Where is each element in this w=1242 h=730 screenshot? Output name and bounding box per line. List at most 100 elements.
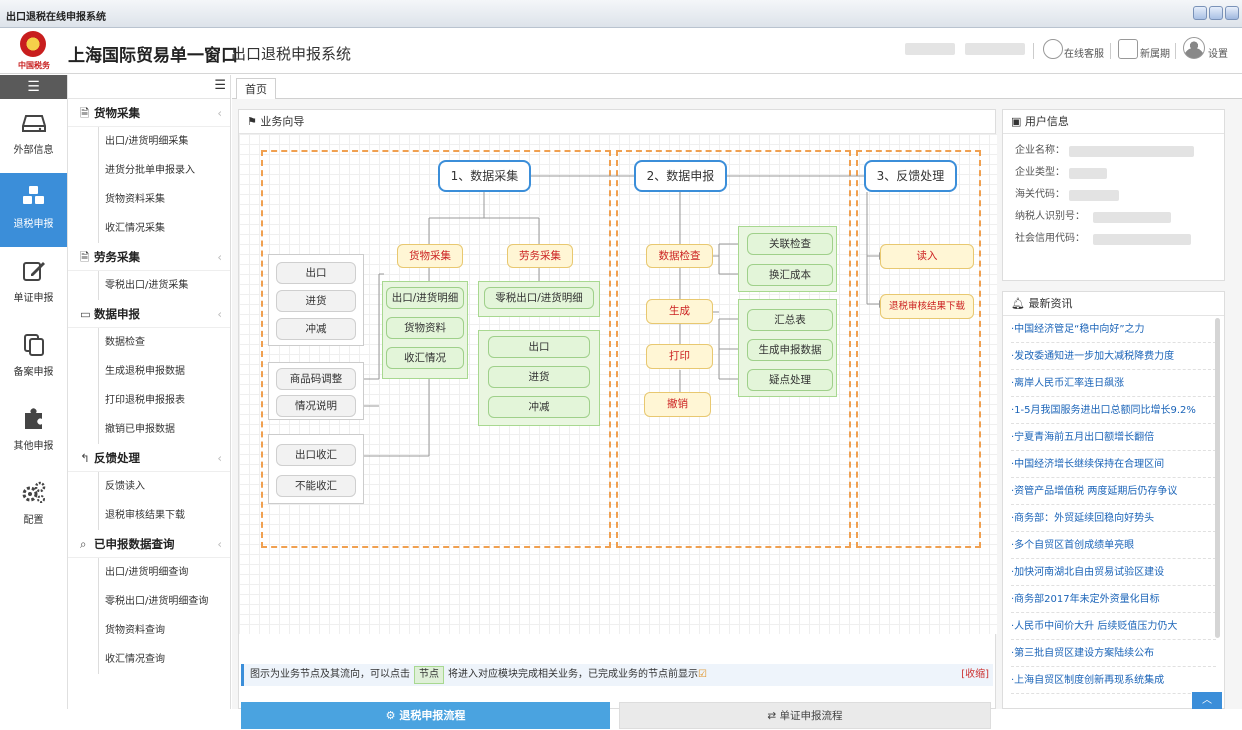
menu-item[interactable]: 出口/进货明细查询 bbox=[98, 558, 230, 587]
group-labor-collection[interactable]: 🗎劳务采集‹ bbox=[68, 243, 230, 271]
node-generate-data[interactable]: 生成申报数据 bbox=[747, 339, 833, 361]
news-item[interactable]: ·商务部2017年未定外资量化目标 bbox=[1011, 586, 1216, 613]
node-print[interactable]: 打印 bbox=[646, 344, 713, 369]
node-generate[interactable]: 生成 bbox=[646, 299, 713, 324]
news-item[interactable]: ·发改委通知进一步加大减税降费力度 bbox=[1011, 343, 1216, 370]
settings-link[interactable]: 设置 bbox=[1208, 45, 1228, 60]
notice-collapse-link[interactable]: [收缩] bbox=[961, 664, 989, 686]
minimize-button[interactable] bbox=[1193, 6, 1207, 20]
tab-home[interactable]: 首页 bbox=[236, 78, 276, 99]
node-goods-receipt[interactable]: 收汇情况 bbox=[386, 347, 464, 369]
node-summary[interactable]: 汇总表 bbox=[747, 309, 833, 331]
news-item[interactable]: ·中国经济管足“稳中向好”之力 bbox=[1011, 316, 1216, 343]
menu-item[interactable]: 反馈读入 bbox=[98, 472, 230, 501]
chevron-left-icon: ‹ bbox=[217, 99, 222, 127]
node-data-check[interactable]: 数据检查 bbox=[646, 244, 713, 268]
bell-icon: 🔔︎ bbox=[1011, 297, 1028, 310]
node-goods-info[interactable]: 货物资料 bbox=[386, 317, 464, 339]
back-to-top-button[interactable]: ︿ bbox=[1192, 692, 1222, 709]
group-declared-query[interactable]: ⌕已申报数据查询‹ bbox=[68, 530, 230, 558]
menu-item[interactable]: 货物资料查询 bbox=[98, 616, 230, 645]
news-item[interactable]: ·资管产品增值税 两度延期后仍存争议 bbox=[1011, 478, 1216, 505]
menu-item[interactable]: 进货分批单申报录入 bbox=[98, 156, 230, 185]
node-doubt-handling[interactable]: 疑点处理 bbox=[747, 369, 833, 391]
news-item[interactable]: ·离岸人民币汇率连日飙涨 bbox=[1011, 370, 1216, 397]
node-goods-collection[interactable]: 货物采集 bbox=[397, 244, 463, 268]
nav-tax-refund[interactable]: 退税申报 bbox=[0, 173, 67, 247]
notice-text: 图示为业务节点及其流向，可以点击 bbox=[250, 669, 410, 680]
menu-item[interactable]: 收汇情况查询 bbox=[98, 645, 230, 674]
calendar-icon[interactable] bbox=[1118, 39, 1138, 59]
node-import[interactable]: 进货 bbox=[276, 290, 356, 312]
nav-other-declaration[interactable]: 其他申报 bbox=[0, 395, 67, 469]
menu-item[interactable]: 出口/进货明细采集 bbox=[98, 127, 230, 156]
news-scrollbar[interactable] bbox=[1215, 318, 1220, 638]
node-revoke[interactable]: 撤销 bbox=[644, 392, 711, 417]
node-labor-offset[interactable]: 冲减 bbox=[488, 396, 590, 418]
signpost-icon: ⚑ bbox=[247, 115, 260, 128]
node-labor-collection[interactable]: 劳务采集 bbox=[507, 244, 573, 268]
document-flow-button[interactable]: ⇄ 单证申报流程 bbox=[619, 702, 991, 729]
nav-filing-declaration[interactable]: 备案申报 bbox=[0, 321, 67, 395]
node-result-download[interactable]: 退税审核结果下载 bbox=[880, 294, 974, 319]
menu-item[interactable]: 生成退税申报数据 bbox=[98, 357, 230, 386]
close-button[interactable] bbox=[1225, 6, 1239, 20]
group-data-declaration[interactable]: ▭数据申报‹ bbox=[68, 300, 230, 328]
redacted-value bbox=[1069, 146, 1194, 157]
new-period-link[interactable]: 新属期 bbox=[1140, 45, 1170, 60]
news-item[interactable]: ·人民币中间价大升 后续贬值压力仍大 bbox=[1011, 613, 1216, 640]
node-labor-detail[interactable]: 零税出口/进货明细 bbox=[484, 287, 594, 309]
wizard-title: 业务向导 bbox=[260, 115, 304, 128]
refund-flow-button[interactable]: ⚙ 退税申报流程 bbox=[241, 702, 610, 729]
menu-item[interactable]: 收汇情况采集 bbox=[98, 214, 230, 243]
menu-toggle-icon[interactable]: ☰ bbox=[0, 75, 67, 99]
group-goods-collection[interactable]: 🗎货物采集‹ bbox=[68, 99, 230, 127]
check-icon: ☑ bbox=[698, 669, 707, 680]
node-related-check[interactable]: 关联检查 bbox=[747, 233, 833, 255]
node-export[interactable]: 出口 bbox=[276, 262, 356, 284]
menu-item[interactable]: 货物资料采集 bbox=[98, 185, 230, 214]
node-fx-cost[interactable]: 换汇成本 bbox=[747, 264, 833, 286]
submenu-toggle-icon[interactable]: ☰ bbox=[68, 75, 230, 99]
node-explanation[interactable]: 情况说明 bbox=[276, 395, 356, 417]
news-item[interactable]: ·中国经济增长继续保持在合理区间 bbox=[1011, 451, 1216, 478]
nav-document-declaration[interactable]: 单证申报 bbox=[0, 247, 67, 321]
nav-external-info[interactable]: 外部信息 bbox=[0, 99, 67, 173]
menu-item[interactable]: 数据检查 bbox=[98, 328, 230, 357]
wizard-header: ⚑ 业务向导 bbox=[239, 110, 995, 134]
node-fx-received[interactable]: 出口收汇 bbox=[276, 444, 356, 466]
window-title: 出口退税在线申报系统 bbox=[6, 8, 106, 23]
news-item[interactable]: ·第三批自贸区建设方案陆续公布 bbox=[1011, 640, 1216, 667]
node-not-received[interactable]: 不能收汇 bbox=[276, 475, 356, 497]
headset-icon[interactable] bbox=[1043, 39, 1063, 59]
step-data-collection[interactable]: 1、数据采集 bbox=[438, 160, 531, 192]
node-labor-export[interactable]: 出口 bbox=[488, 336, 590, 358]
header-divider bbox=[1110, 43, 1111, 59]
group-feedback[interactable]: ↰反馈处理‹ bbox=[68, 444, 230, 472]
news-item[interactable]: ·上海自贸区制度创新再现系统集成 bbox=[1011, 667, 1216, 694]
nav-label: 外部信息 bbox=[14, 145, 54, 156]
news-item[interactable]: ·商务部：外贸延续回稳向好势头 bbox=[1011, 505, 1216, 532]
user-row-label: 纳税人识别号： bbox=[1015, 211, 1085, 222]
online-service-link[interactable]: 在线客服 bbox=[1064, 45, 1104, 60]
nav-config[interactable]: 配置 bbox=[0, 469, 67, 543]
menu-item[interactable]: 零税出口/进货明细查询 bbox=[98, 587, 230, 616]
news-item[interactable]: ·1-5月我国服务进出口总额同比增长9.2% bbox=[1011, 397, 1216, 424]
user-avatar-icon[interactable] bbox=[1183, 37, 1205, 59]
node-hs-adjust[interactable]: 商品码调整 bbox=[276, 368, 356, 390]
menu-item[interactable]: 打印退税申报报表 bbox=[98, 386, 230, 415]
maximize-button[interactable] bbox=[1209, 6, 1223, 20]
news-item[interactable]: ·宁夏青海前五月出口额增长翻倍 bbox=[1011, 424, 1216, 451]
menu-item[interactable]: 零税出口/进货采集 bbox=[98, 271, 230, 300]
node-goods-detail[interactable]: 出口/进货明细 bbox=[386, 287, 464, 309]
menu-item[interactable]: 退税审核结果下载 bbox=[98, 501, 230, 530]
node-offset[interactable]: 冲减 bbox=[276, 318, 356, 340]
news-item[interactable]: ·加快河南湖北自由贸易试验区建设 bbox=[1011, 559, 1216, 586]
node-labor-import[interactable]: 进货 bbox=[488, 366, 590, 388]
news-item[interactable]: ·多个自贸区首创成绩单亮眼 bbox=[1011, 532, 1216, 559]
step-data-declaration[interactable]: 2、数据申报 bbox=[634, 160, 727, 192]
step-feedback[interactable]: 3、反馈处理 bbox=[864, 160, 957, 192]
puzzle-icon bbox=[21, 407, 47, 431]
menu-item[interactable]: 撤销已申报数据 bbox=[98, 415, 230, 444]
node-read-in[interactable]: 读入 bbox=[880, 244, 974, 269]
